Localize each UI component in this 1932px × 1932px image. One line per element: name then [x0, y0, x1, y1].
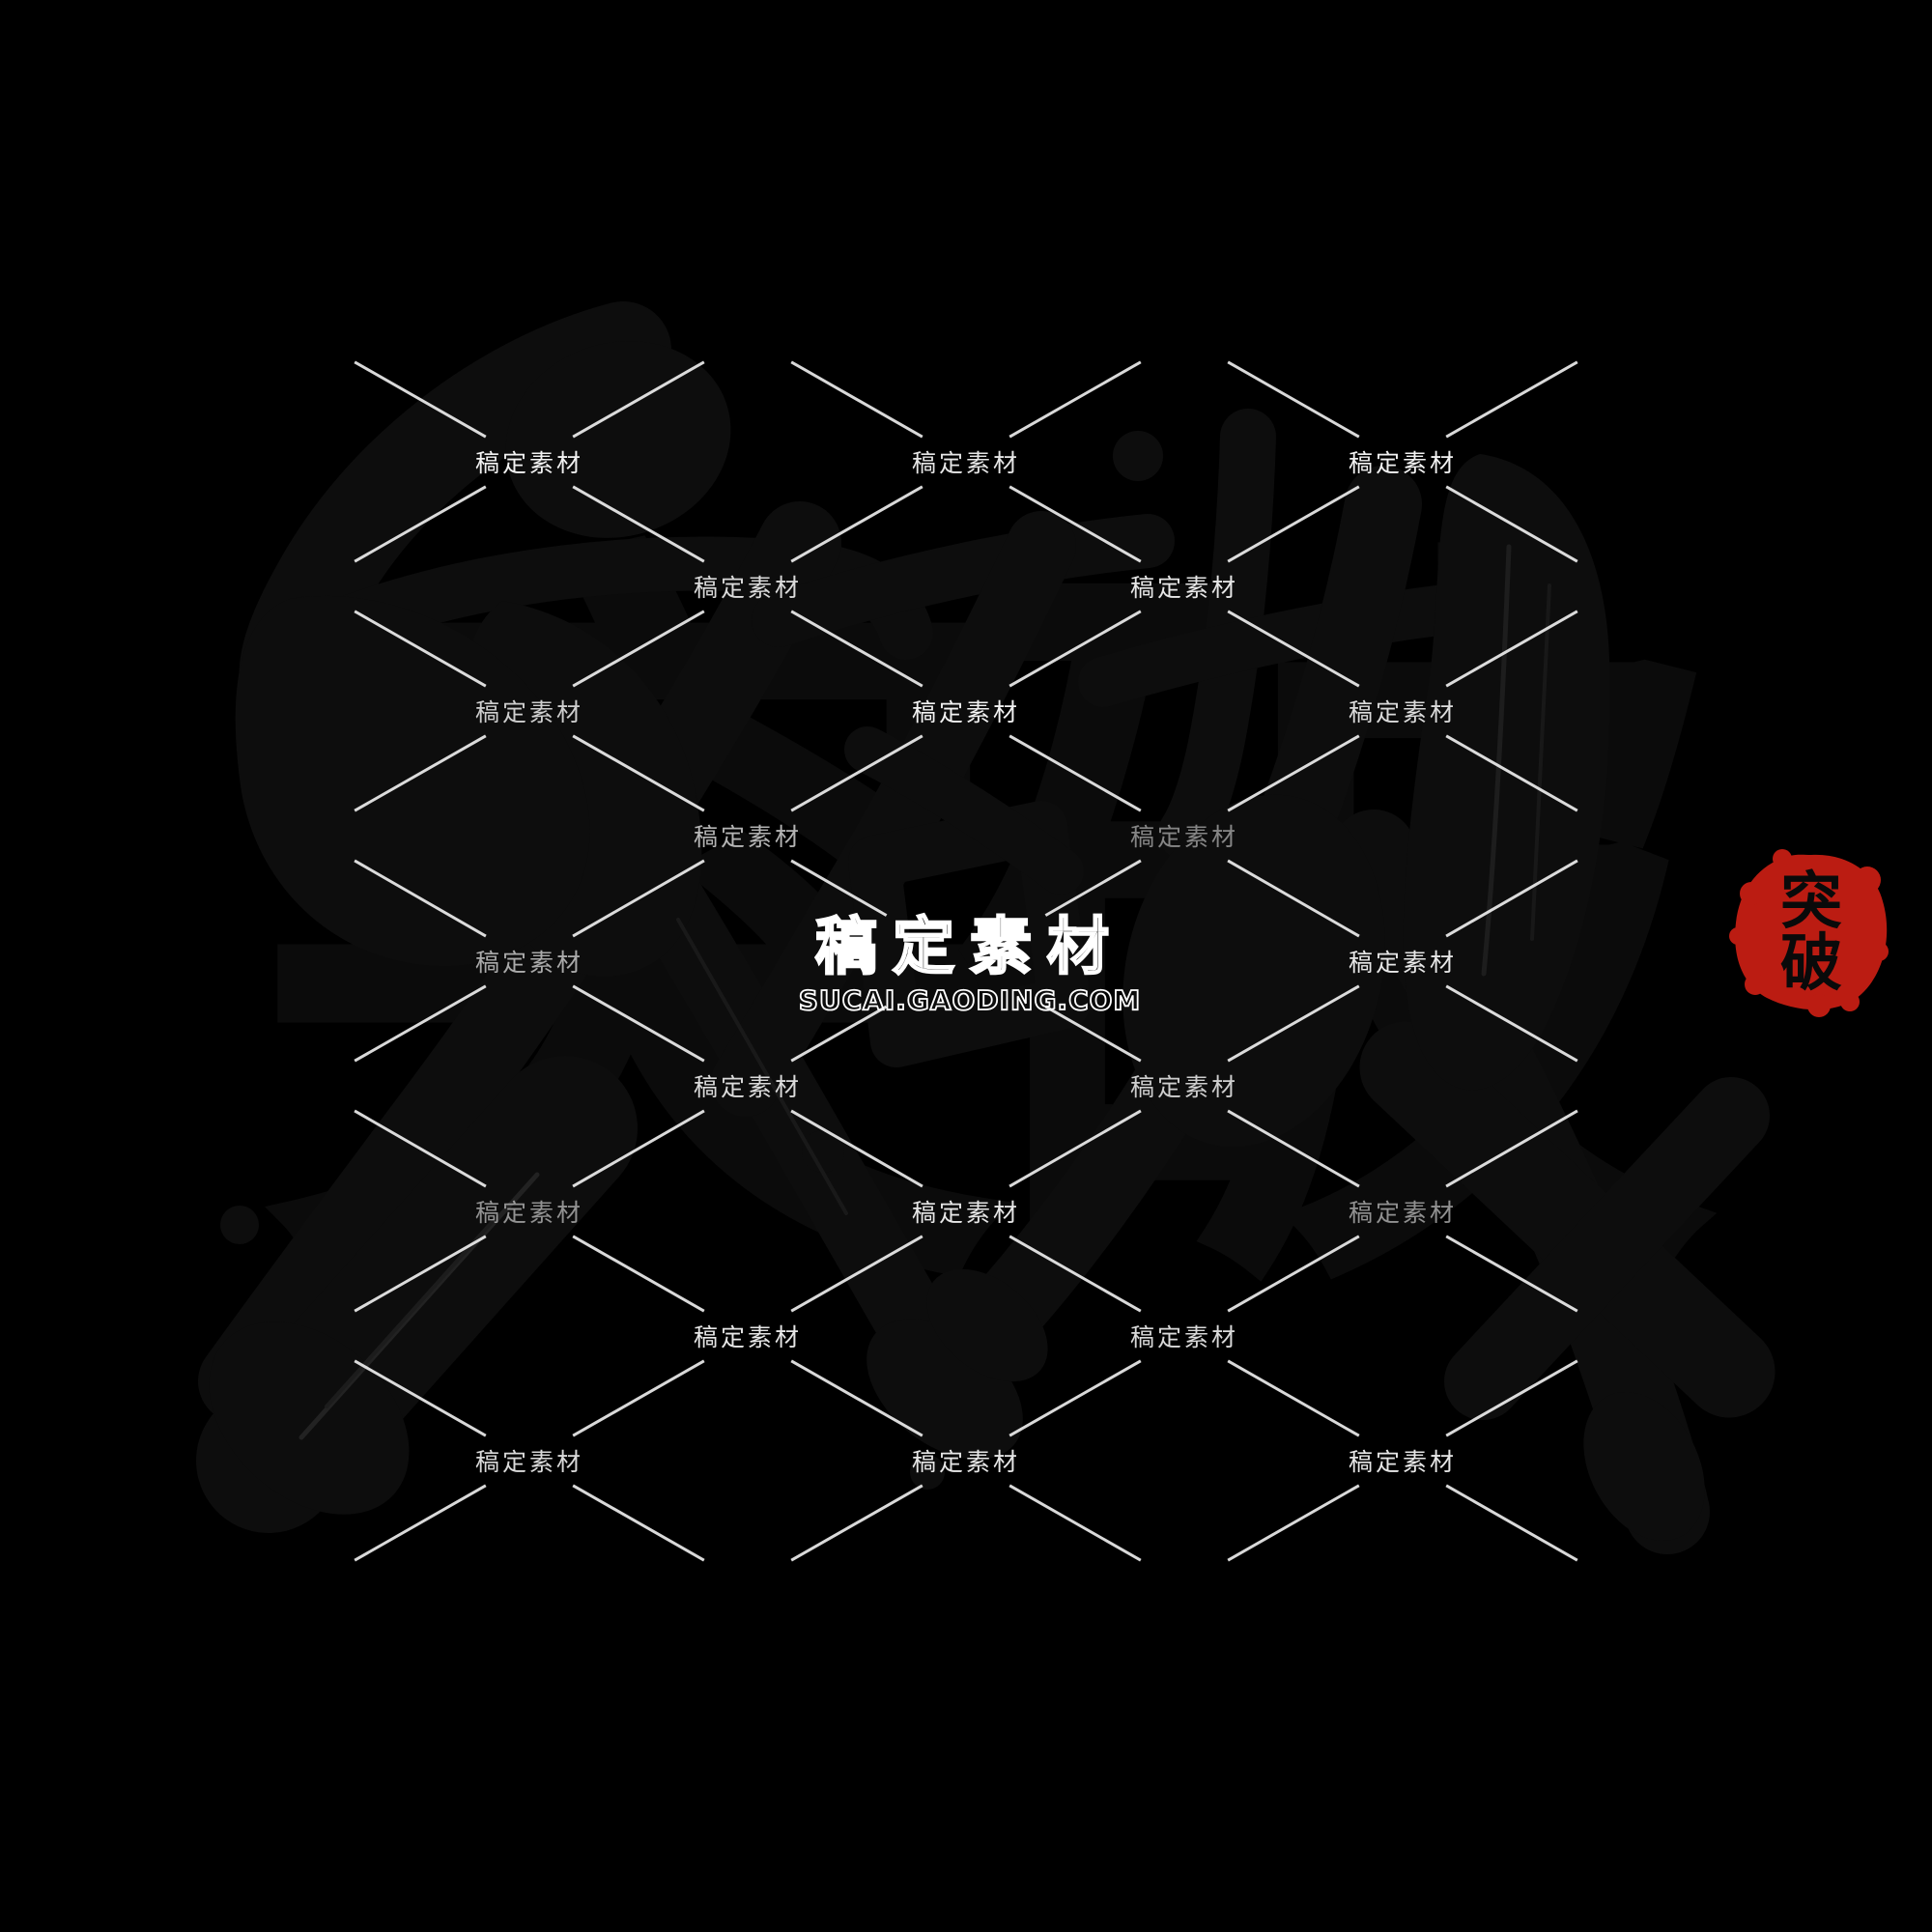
watermark-lattice-line [1227, 1484, 1360, 1562]
watermark-lattice-line [572, 610, 705, 688]
watermark-tile: 稿定素材 [1129, 574, 1239, 602]
watermark-tile: 稿定素材 [1129, 823, 1239, 851]
watermark-lattice-line [572, 859, 705, 938]
watermark-lattice-line [354, 360, 487, 439]
watermark-tile: 稿定素材 [693, 574, 803, 602]
watermark-lattice-line [354, 984, 487, 1063]
watermark-lattice-line [790, 859, 888, 917]
watermark-lattice-line [1009, 360, 1142, 439]
watermark-lattice-line [572, 360, 705, 439]
watermark-tile: 稿定素材 [474, 949, 584, 977]
brand-watermark: 稿定素材 SUCAI.GAODING.COM [798, 911, 1142, 1017]
watermark-lattice-line [1445, 1359, 1578, 1437]
watermark-lattice-line [790, 360, 923, 439]
watermark-lattice-line [1445, 1235, 1578, 1313]
watermark-tile: 稿定素材 [1348, 1199, 1458, 1227]
watermark-lattice-line [1227, 360, 1360, 439]
watermark-tile: 稿定素材 [1129, 1323, 1239, 1351]
watermark-lattice-line [1044, 1005, 1142, 1063]
watermark-lattice-line [572, 485, 705, 563]
watermark-lattice-line [1445, 360, 1578, 439]
watermark-lattice-line [1009, 1484, 1142, 1562]
watermark-lattice-line [572, 984, 705, 1063]
watermark-lattice-line [790, 1359, 923, 1437]
watermark-tile: 稿定素材 [911, 449, 1021, 477]
watermark-lattice-line [790, 610, 923, 688]
watermark-lattice-line [354, 734, 487, 812]
watermark-lattice-line [1009, 1359, 1142, 1437]
watermark-tile: 稿定素材 [474, 449, 584, 477]
watermark-lattice-line [790, 1235, 923, 1313]
watermark-lattice-line [1445, 734, 1578, 812]
watermark-lattice-line [1227, 734, 1360, 812]
seal-character-bottom: 破 [1780, 927, 1842, 1000]
watermark-tile: 稿定素材 [474, 1199, 584, 1227]
watermark-lattice-line [572, 734, 705, 812]
watermark-tile: 稿定素材 [1348, 949, 1458, 977]
seal-character-top: 突 [1780, 866, 1842, 938]
watermark-tile: 稿定素材 [1348, 698, 1458, 726]
watermark-lattice-line [790, 1005, 888, 1063]
watermark-tile: 稿定素材 [911, 1448, 1021, 1476]
watermark-lattice-line [790, 1484, 923, 1562]
watermark-tile: 稿定素材 [911, 698, 1021, 726]
watermark-lattice-line [1227, 984, 1360, 1063]
watermark-lattice-line [1227, 485, 1360, 563]
watermark-tile: 稿定素材 [911, 1199, 1021, 1227]
watermark-tile: 稿定素材 [1129, 1073, 1239, 1101]
watermark-lattice-line [1227, 1359, 1360, 1437]
watermark-lattice-line [790, 734, 923, 812]
red-seal-stamp: 突 破 [1729, 849, 1889, 1017]
watermark-lattice-line [354, 485, 487, 563]
watermark-tile: 稿定素材 [693, 1323, 803, 1351]
watermark-lattice-line [1009, 610, 1142, 688]
watermark-lattice-line [1227, 610, 1360, 688]
watermark-lattice-line [572, 1109, 705, 1188]
watermark-tile: 稿定素材 [1348, 449, 1458, 477]
watermark-lattice-line [1445, 1109, 1578, 1188]
watermark-lattice-line [1009, 734, 1142, 812]
watermark-lattice-line [572, 1359, 705, 1437]
flying-white-texture [298, 544, 1551, 1440]
watermark-lattice-line [790, 485, 923, 563]
watermark-tile: 稿定素材 [474, 1448, 584, 1476]
watermark-lattice-line [1445, 984, 1578, 1063]
watermark-lattice-line [572, 1235, 705, 1313]
watermark-lattice-line [354, 1359, 487, 1437]
watermark-tile: 稿定素材 [693, 823, 803, 851]
watermark-lattice-line [1227, 1109, 1360, 1188]
watermark-tile: 稿定素材 [474, 698, 584, 726]
watermark-tile: 稿定素材 [693, 1073, 803, 1101]
watermark-lattice-line [1009, 1109, 1142, 1188]
watermark-lattice-line [354, 1235, 487, 1313]
watermark-lattice-line [354, 859, 487, 938]
watermark-lattice-line [790, 1109, 923, 1188]
watermark-lattice-line [1044, 859, 1142, 917]
watermark-lattice-line [1227, 859, 1360, 938]
brand-watermark-url: SUCAI.GAODING.COM [798, 983, 1142, 1017]
brand-watermark-cn: 稿定素材 [814, 911, 1124, 983]
watermark-lattice-line [1227, 1235, 1360, 1313]
watermark-lattice-line [1445, 485, 1578, 563]
watermark-tile: 稿定素材 [1348, 1448, 1458, 1476]
watermark-lattice-line [354, 1484, 487, 1562]
watermark-lattice-line [1009, 1235, 1142, 1313]
watermark-lattice-line [1445, 610, 1578, 688]
watermark-lattice-line [1009, 485, 1142, 563]
seal-background [1729, 849, 1889, 1017]
watermark-lattice-line [1445, 1484, 1578, 1562]
watermark-lattice-line [1445, 859, 1578, 938]
watermark-lattice-line [354, 610, 487, 688]
watermark-lattice-line [572, 1484, 705, 1562]
watermark-lattice-line [354, 1109, 487, 1188]
